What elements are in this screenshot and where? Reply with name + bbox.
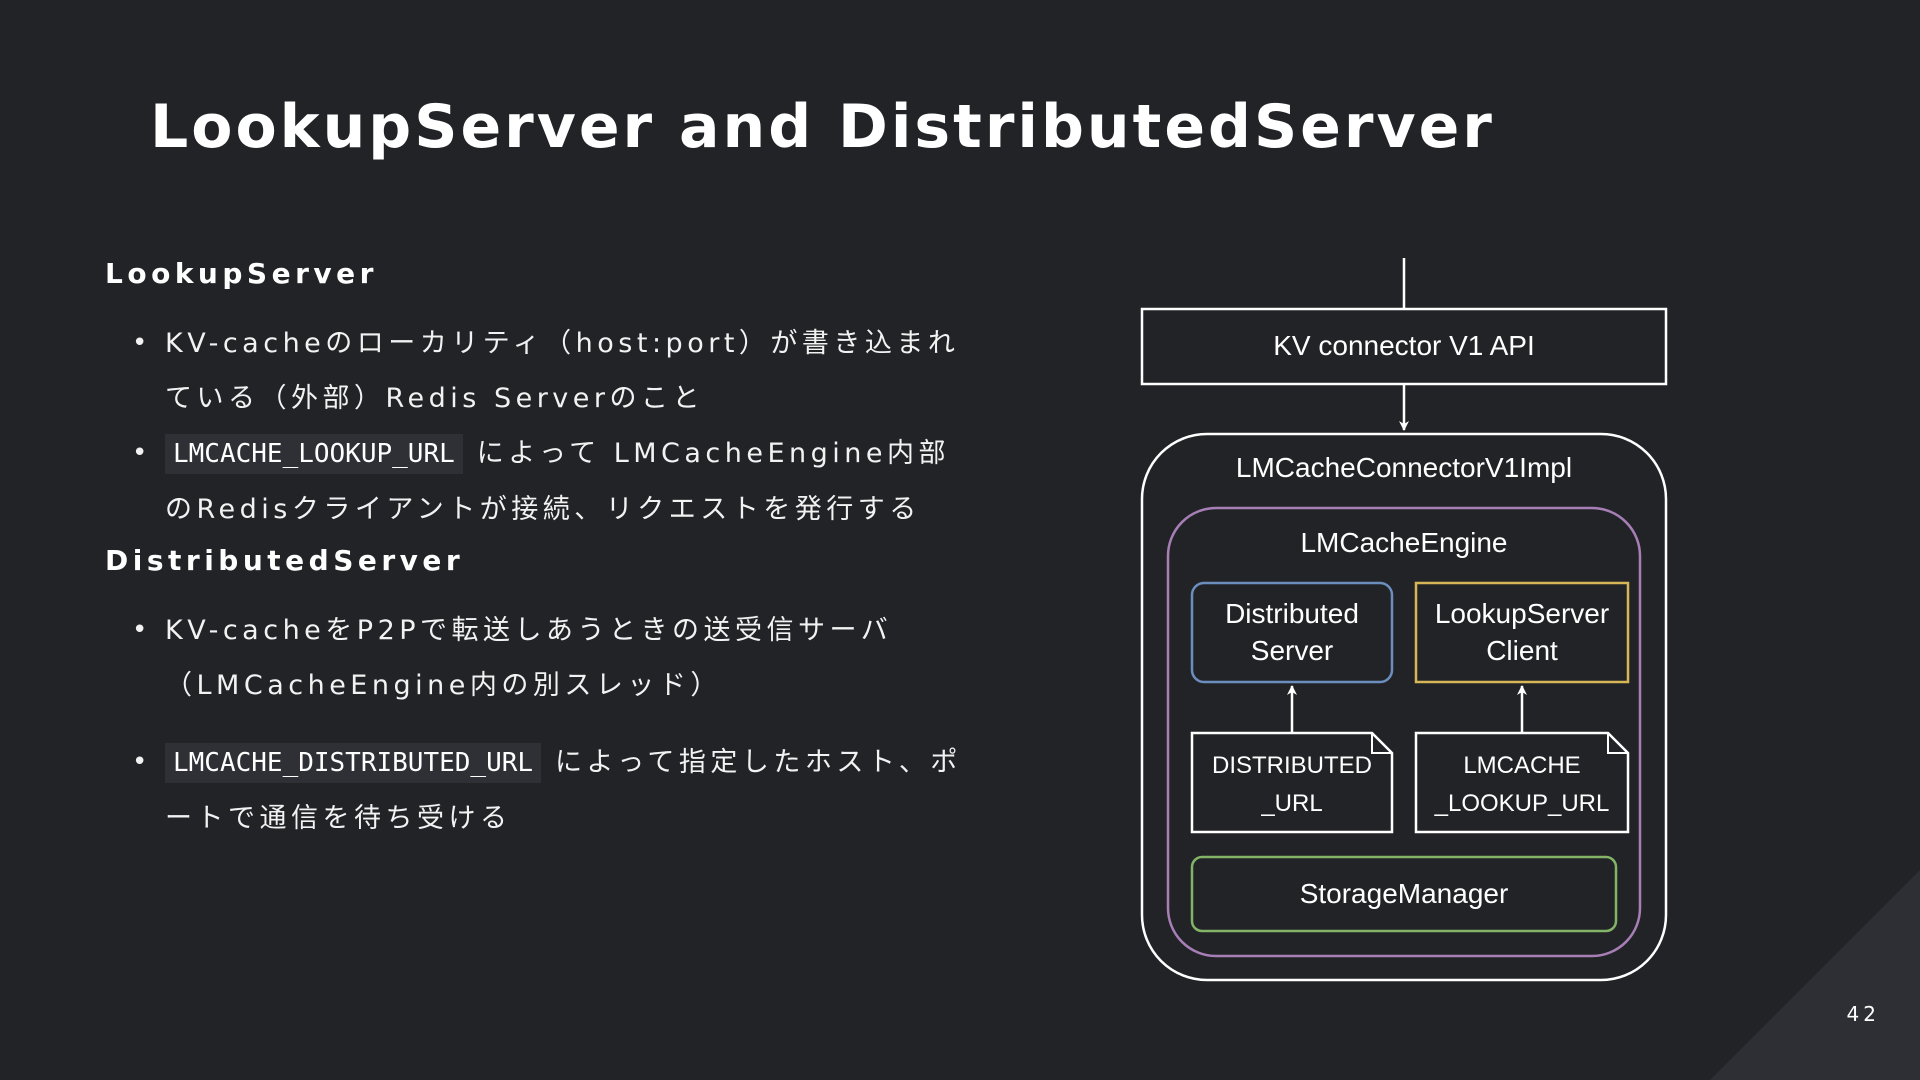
distributed-url-label-line1: DISTRIBUTED: [1212, 752, 1372, 779]
bullet-text: KV-cacheをP2Pで転送しあうときの送受信サーバ（LMCacheEngin…: [165, 615, 893, 701]
storage-manager-label: StorageManager: [1300, 878, 1509, 909]
distributed-server-label-line1: Distributed: [1225, 598, 1359, 629]
bullet-text: によって LMCacheEngine内部のRedisクライアントが接続、リクエス…: [165, 438, 951, 525]
connector-impl-container: LMCacheConnectorV1Impl: [1140, 432, 1668, 982]
lookup-url-document-icon: LMCACHE _LOOKUP_URL: [1414, 731, 1630, 834]
lookup-url-label-line2: _LOOKUP_URL: [1434, 790, 1610, 817]
bullet-lookup-locality: KV-cacheのローカリティ（host:port）が書き込まれている（外部）R…: [105, 316, 965, 426]
corner-decoration: [1710, 870, 1920, 1080]
lookup-url-label-line1: LMCACHE: [1463, 752, 1580, 779]
bullet-distributed-p2p: KV-cacheをP2Pで転送しあうときの送受信サーバ（LMCacheEngin…: [105, 603, 965, 713]
content-column: LookupServer KV-cacheのローカリティ（host:port）が…: [105, 252, 965, 846]
lookup-server-client-box: LookupServer Client: [1414, 581, 1630, 684]
lmcache-engine-container: LMCacheEngine: [1166, 506, 1642, 958]
lmcache-engine-label: LMCacheEngine: [1300, 527, 1507, 558]
distributed-server-heading: DistributedServer: [105, 544, 465, 577]
bullet-text: によって指定したホスト、ポートで通信を待ち受ける: [165, 747, 962, 834]
lookup-server-bullets: KV-cacheのローカリティ（host:port）が書き込まれている（外部）R…: [105, 316, 965, 537]
distributed-url-label-line2: _URL: [1260, 790, 1322, 817]
bullet-text: KV-cacheのローカリティ（host:port）が書き込まれている（外部）R…: [165, 328, 960, 414]
lookup-client-label-line2: Client: [1486, 635, 1558, 666]
kv-connector-api-label: KV connector V1 API: [1273, 330, 1535, 361]
distributed-url-document-icon: DISTRIBUTED _URL: [1190, 731, 1394, 834]
slide-title: LookupServer and DistributedServer: [150, 92, 1495, 162]
connector-impl-label: LMCacheConnectorV1Impl: [1236, 452, 1572, 483]
bullet-distributed-url: LMCACHE_DISTRIBUTED_URLによって指定したホスト、ポートで通…: [105, 735, 965, 846]
page-number: 42: [1846, 1002, 1880, 1026]
kv-connector-api-box: KV connector V1 API: [1140, 307, 1668, 386]
env-var-code: LMCACHE_LOOKUP_URL: [165, 434, 463, 474]
env-var-code: LMCACHE_DISTRIBUTED_URL: [165, 743, 542, 783]
lookup-server-heading: LookupServer: [105, 257, 378, 290]
distributed-server-box: Distributed Server: [1190, 581, 1394, 684]
distributed-server-label-line2: Server: [1251, 635, 1333, 666]
lookup-client-label-line1: LookupServer: [1435, 598, 1609, 629]
storage-manager-box: StorageManager: [1190, 855, 1618, 933]
distributed-server-bullets: KV-cacheをP2Pで転送しあうときの送受信サーバ（LMCacheEngin…: [105, 603, 965, 846]
